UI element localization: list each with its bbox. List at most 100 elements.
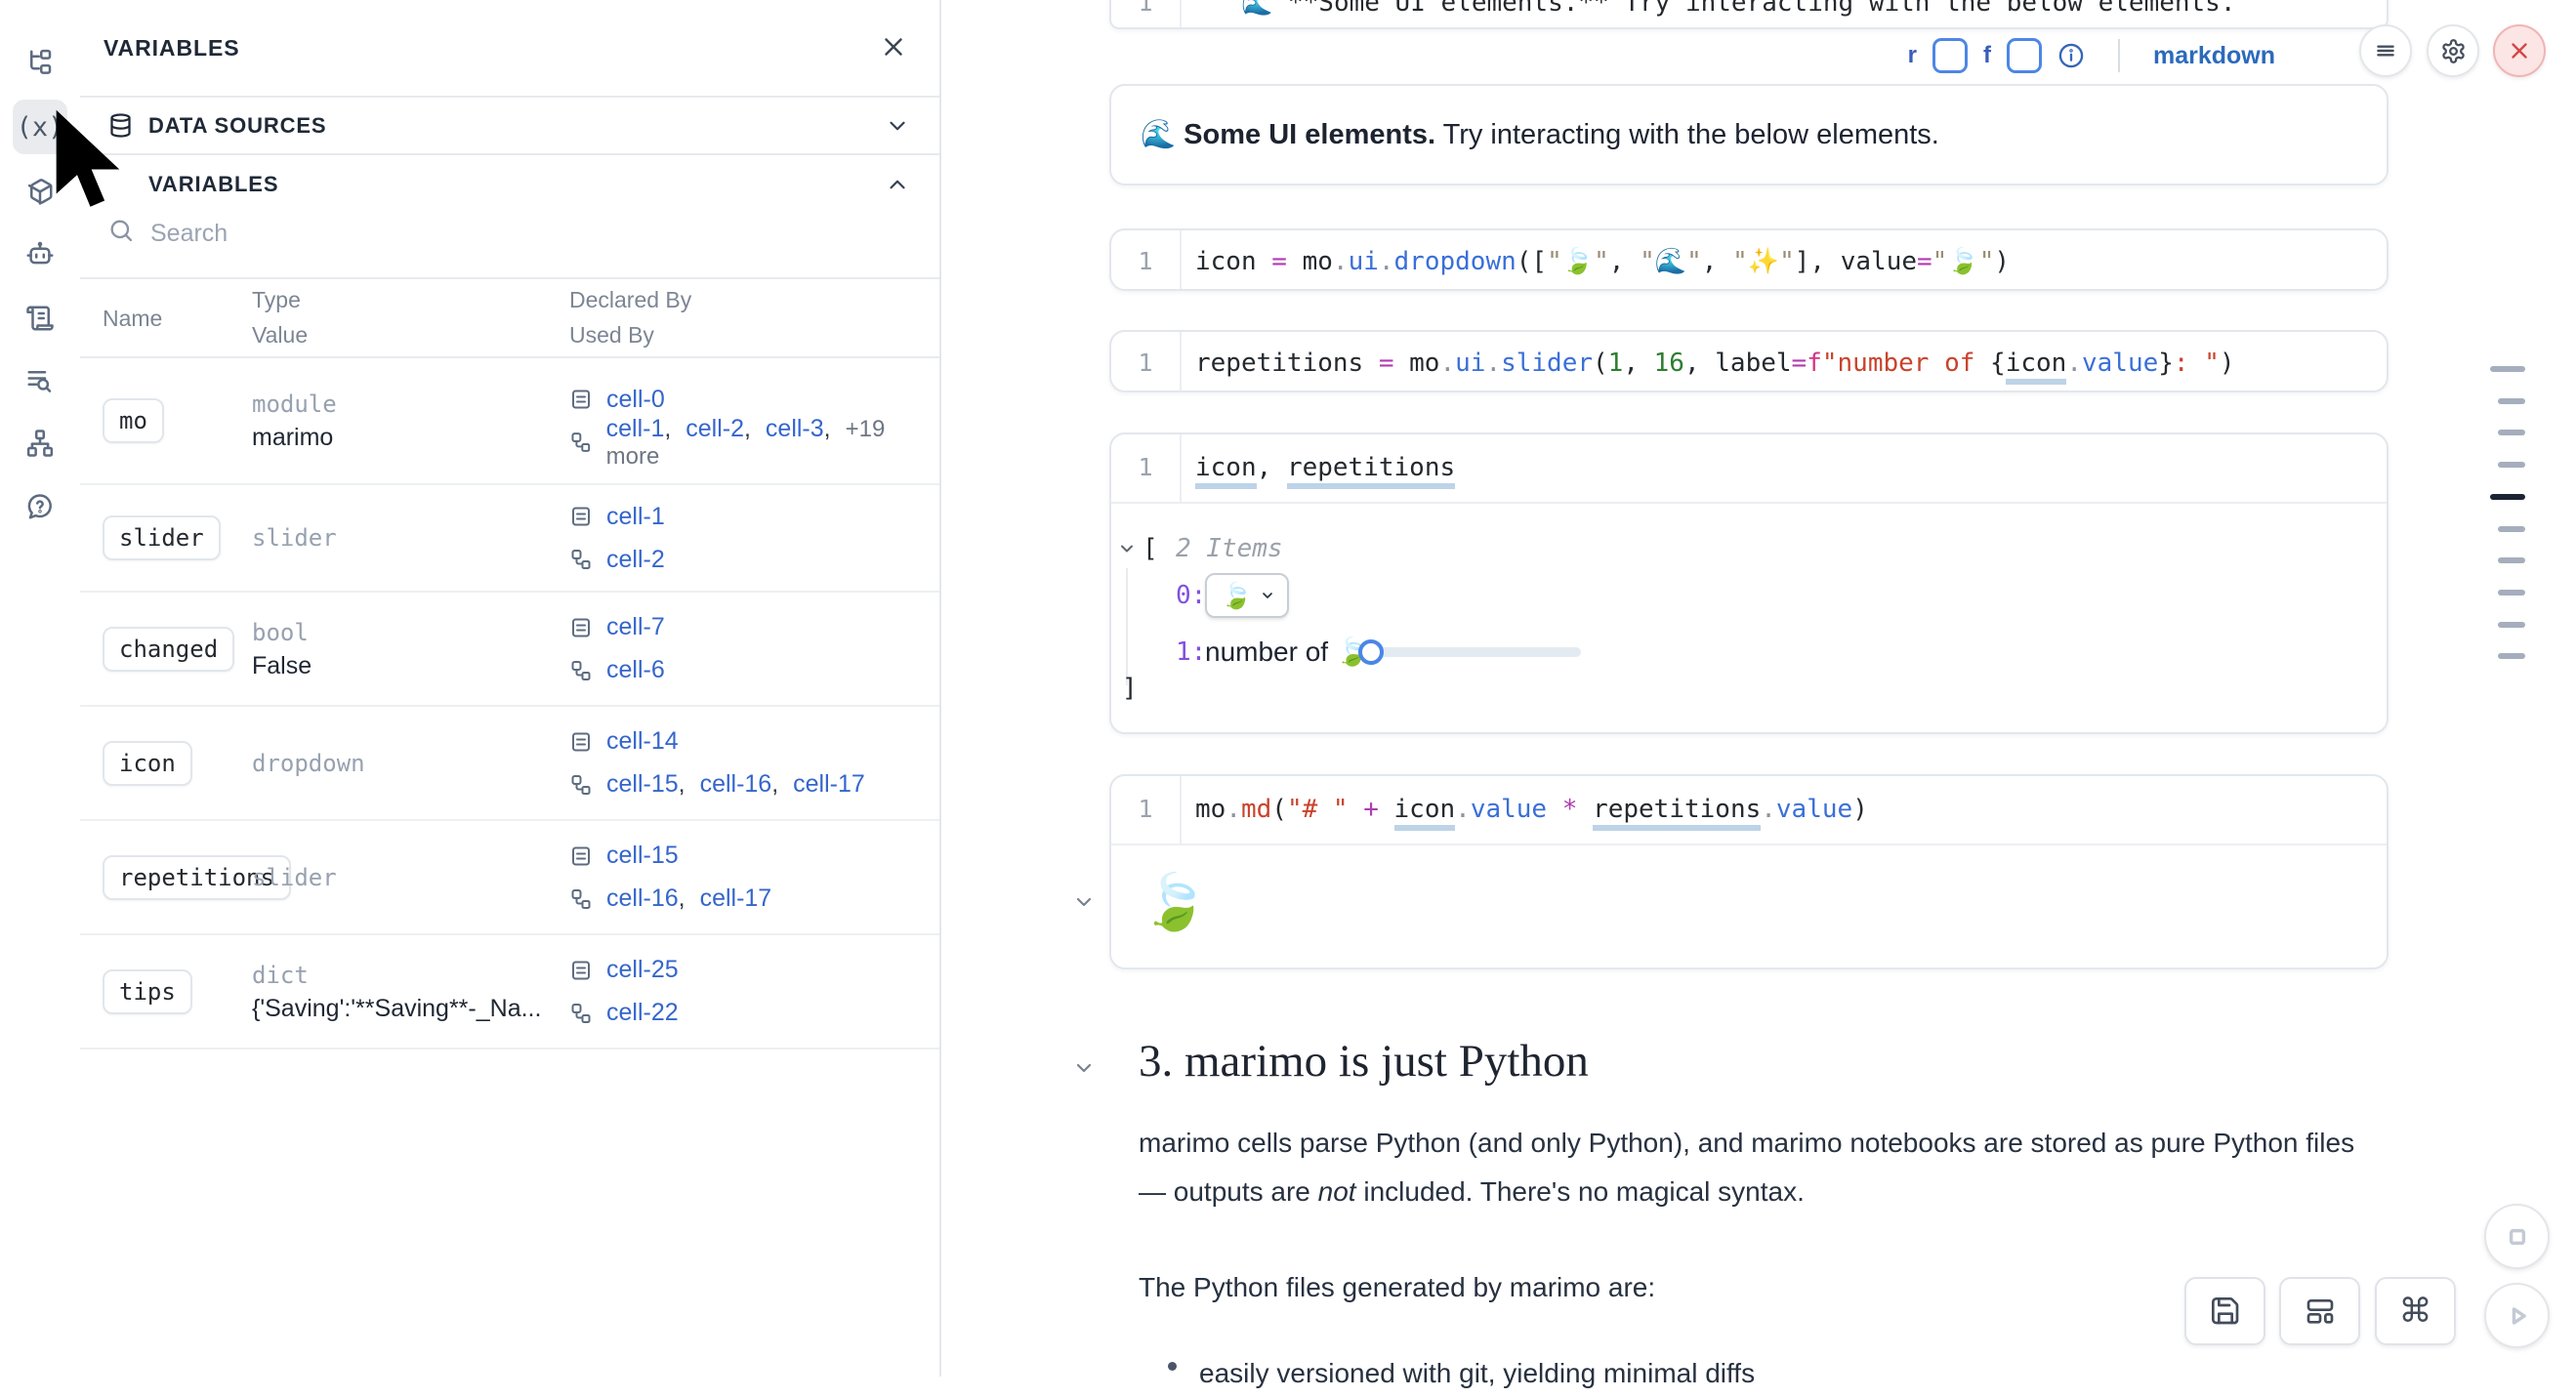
code-cell-mo-md[interactable]: 1 mo.md("# " + icon.value * repetitions.… (1109, 774, 2389, 969)
cell-link[interactable]: cell-3 (765, 414, 824, 442)
cell-link[interactable]: cell-16 (699, 770, 772, 798)
section-collapse-icon[interactable] (1072, 1056, 1096, 1080)
variable-type: bool (252, 618, 309, 646)
code-line[interactable]: repetitions = mo.ui.slider(1, 16, label=… (1195, 349, 2235, 385)
sidebar-item-packages[interactable] (13, 164, 67, 219)
variable-name-badge[interactable]: tips (103, 968, 192, 1014)
cell-icon (572, 732, 590, 751)
file-tree-icon (25, 48, 55, 77)
variable-name-badge[interactable]: repetitions (103, 854, 291, 900)
minimap-cell-marker-active[interactable] (2490, 493, 2525, 500)
icon-dropdown-select[interactable]: 🍃 (1205, 573, 1289, 618)
cell-icon (572, 618, 590, 637)
sidebar-item-dependencies[interactable] (13, 416, 67, 471)
sidebar-item-logs[interactable] (13, 291, 67, 346)
settings-button[interactable] (2427, 24, 2479, 77)
slider-track[interactable] (1371, 647, 1581, 657)
minimap-cell-marker[interactable] (2490, 366, 2525, 372)
line-number-gutter: 1 (1111, 0, 1182, 27)
minimap-cell-marker[interactable] (2498, 557, 2525, 564)
search-input[interactable] (148, 219, 836, 249)
minimap-cell-marker[interactable] (2498, 653, 2525, 660)
code-line[interactable]: """🌊 **Some UI elements.** Try interacti… (1195, 0, 2282, 18)
line-number: 1 (1138, 453, 1153, 481)
variable-name-badge[interactable]: mo (103, 398, 164, 443)
variable-value: False (252, 651, 312, 679)
used-by-links: cell-16, cell-17 (606, 884, 772, 912)
index-1-label: 1: (1176, 637, 1207, 667)
minimap-cell-marker[interactable] (2498, 525, 2525, 532)
sidebar-item-scratchpad[interactable] (13, 353, 67, 408)
divider (80, 356, 939, 358)
workflow-icon (571, 432, 591, 452)
save-button[interactable] (2184, 1277, 2265, 1345)
line-number: 1 (1138, 349, 1153, 377)
stop-button[interactable] (2484, 1204, 2550, 1269)
cell-link[interactable]: cell-16 (606, 884, 679, 912)
cell-link[interactable]: cell-15 (606, 842, 679, 869)
bullet-dot (1168, 1362, 1177, 1371)
code-line[interactable]: icon = mo.ui.dropdown(["🍃", "🌊", "✨"], v… (1195, 247, 2011, 276)
run-button[interactable] (2484, 1283, 2550, 1348)
code-cell-slider[interactable]: 1 repetitions = mo.ui.slider(1, 16, labe… (1109, 330, 2389, 392)
menu-button[interactable] (2359, 24, 2412, 77)
markdown-cell-editor[interactable]: 1 """🌊 **Some UI elements.** Try interac… (1109, 0, 2389, 29)
cell-link[interactable]: cell-14 (606, 727, 679, 755)
r-checkbox[interactable] (1932, 38, 1968, 73)
layout-button[interactable] (2279, 1277, 2360, 1345)
divider (80, 277, 939, 279)
output-collapse-icon[interactable] (1072, 890, 1096, 914)
minimap-cell-marker[interactable] (2498, 397, 2525, 404)
variable-name-badge[interactable]: slider (103, 515, 221, 560)
section-paragraph-2: The Python files generated by marimo are… (1139, 1272, 1656, 1302)
line-number-gutter: 1 (1111, 332, 1182, 391)
sidebar-item-file-tree[interactable] (13, 35, 67, 90)
more-cells-label[interactable]: +19 more (605, 415, 886, 470)
command-icon: ⌘ (2398, 1292, 2432, 1331)
sidebar-item-help[interactable] (13, 479, 67, 534)
info-icon[interactable] (2057, 42, 2085, 69)
command-palette-button[interactable]: ⌘ (2375, 1277, 2456, 1345)
cell-link[interactable]: cell-25 (606, 956, 679, 983)
data-sources-section-header[interactable]: DATA SOURCES (80, 98, 939, 155)
used-by-links: cell-6 (606, 656, 665, 684)
variable-value: marimo (252, 424, 334, 451)
code-line[interactable]: icon, repetitions (1195, 453, 1456, 489)
sidebar-item-ai[interactable] (13, 227, 67, 282)
shutdown-button[interactable] (2493, 24, 2546, 77)
cell-link[interactable]: cell-2 (606, 545, 665, 573)
section-paragraph-1: marimo cells parse Python (and only Pyth… (1139, 1119, 2403, 1216)
variable-name-badge[interactable]: changed (103, 626, 235, 672)
cell-link[interactable]: cell-7 (606, 613, 665, 640)
cell-link[interactable]: cell-22 (606, 999, 679, 1026)
variable-type: module (252, 391, 337, 418)
table-row: changed bool False cell-7 cell-6 (80, 593, 939, 707)
code-cell-tuple[interactable]: 1 icon, repetitions [ 2 Items 0: 🍃 1: nu… (1109, 432, 2389, 734)
cell-icon (572, 846, 590, 865)
sidebar-item-variables[interactable]: (x) (13, 100, 67, 154)
tree-collapse-icon[interactable] (1117, 539, 1137, 558)
cell-link[interactable]: cell-6 (606, 656, 665, 683)
minimap-cell-marker[interactable] (2498, 589, 2525, 596)
layout-panels-icon (2306, 1299, 2333, 1324)
cell-mode-label[interactable]: markdown (2152, 41, 2275, 69)
cell-link[interactable]: cell-2 (686, 414, 745, 442)
cell-link[interactable]: cell-1 (605, 414, 665, 442)
declared-by-links: cell-1 (606, 503, 665, 531)
code-line[interactable]: mo.md("# " + icon.value * repetitions.va… (1195, 795, 1868, 831)
cell-link[interactable]: cell-17 (793, 770, 865, 798)
minimap-cell-marker[interactable] (2498, 430, 2525, 436)
close-icon[interactable] (879, 32, 908, 62)
cell-link[interactable]: cell-15 (606, 770, 679, 798)
line-number: 1 (1138, 247, 1153, 275)
minimap-cell-marker[interactable] (2498, 621, 2525, 628)
slider-thumb[interactable] (1358, 639, 1384, 665)
f-checkbox[interactable] (2006, 38, 2042, 73)
cell-link[interactable]: cell-1 (606, 502, 665, 530)
code-cell-dropdown[interactable]: 1 icon = mo.ui.dropdown(["🍃", "🌊", "✨"],… (1109, 228, 2389, 291)
variables-section-header[interactable]: VARIABLES (80, 156, 939, 212)
minimap-cell-marker[interactable] (2498, 462, 2525, 469)
cell-link[interactable]: cell-17 (699, 884, 772, 912)
variable-name-badge[interactable]: icon (103, 740, 192, 786)
cell-link[interactable]: cell-0 (606, 385, 665, 413)
